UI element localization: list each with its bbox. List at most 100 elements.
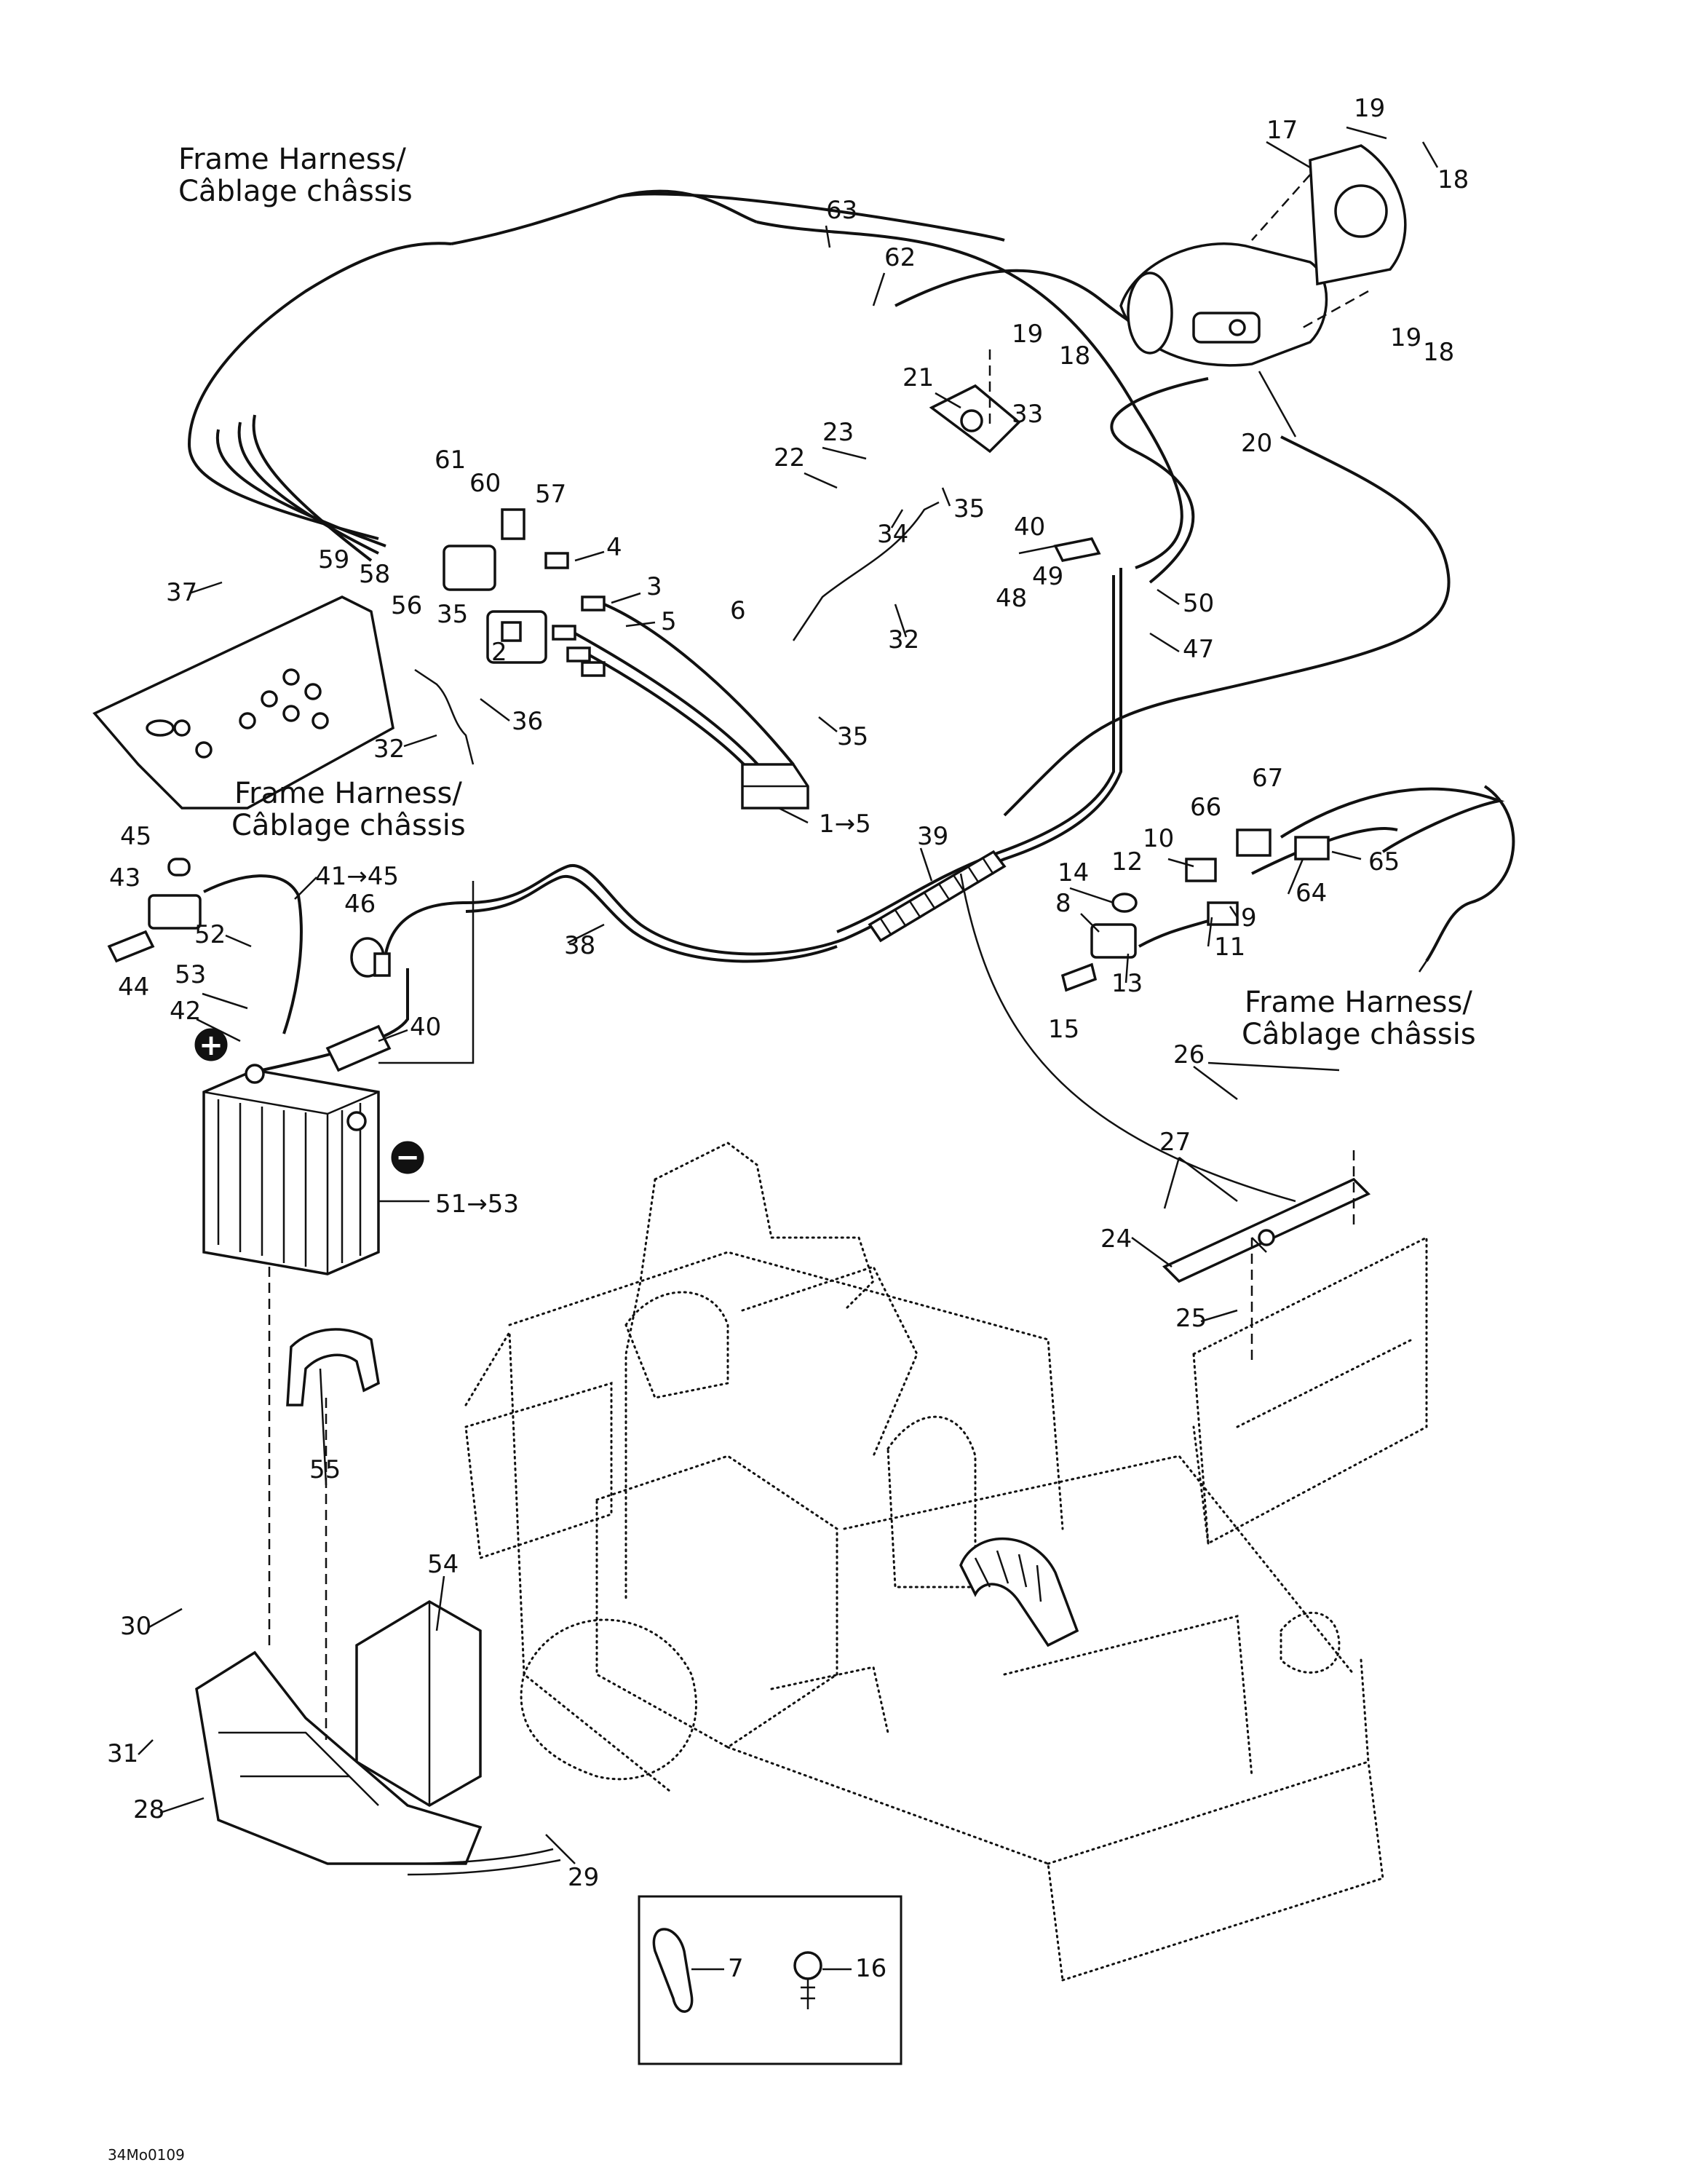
harness-label-line1: Frame Harness/ xyxy=(178,143,406,176)
callout-23: 23 xyxy=(822,418,854,447)
bracket-icon xyxy=(929,384,1021,454)
callout-52: 52 xyxy=(194,920,226,949)
relay-icon xyxy=(443,508,569,664)
harness-label-top: Frame Harness/ Câblage châssis xyxy=(178,143,413,208)
callout-27: 27 xyxy=(1159,1128,1191,1157)
positive-terminal-sign: + xyxy=(199,1029,223,1062)
callout-3: 3 xyxy=(646,572,662,601)
callout-46: 46 xyxy=(344,890,376,919)
engine-frame-icon xyxy=(464,1142,1428,1982)
callout-60: 60 xyxy=(469,469,501,498)
callout-25: 25 xyxy=(1175,1304,1207,1333)
callout-17: 17 xyxy=(1266,116,1298,145)
callout-40b: 40 xyxy=(410,1013,441,1042)
callout-39: 39 xyxy=(917,822,948,851)
mounting-plate-icon xyxy=(1309,144,1407,286)
callout-12: 12 xyxy=(1111,847,1143,877)
callout-19b: 19 xyxy=(1012,320,1043,349)
fuse-icon xyxy=(107,858,391,978)
heat-shield-icon xyxy=(92,596,394,810)
callout-51-53: 51→53 xyxy=(435,1190,519,1219)
callout-22: 22 xyxy=(774,443,805,472)
callout-53: 53 xyxy=(175,960,206,989)
callout-47: 47 xyxy=(1183,635,1214,664)
callout-54: 54 xyxy=(427,1550,459,1579)
support-bracket-icon xyxy=(1162,1177,1371,1283)
battery-icon: + − xyxy=(194,1028,424,1275)
callout-18a: 18 xyxy=(1437,165,1469,194)
callout-66: 66 xyxy=(1190,793,1221,822)
starter-motor-icon xyxy=(1119,242,1328,367)
callout-labels: 19 17 18 63 62 19 18 19 18 21 33 23 20 2… xyxy=(107,94,1469,1983)
callout-11: 11 xyxy=(1214,933,1245,962)
harness-label-right: Frame Harness/ Câblage châssis xyxy=(1242,986,1476,1051)
battery-cover-icon xyxy=(355,1599,482,1808)
callout-18c: 18 xyxy=(1423,338,1454,367)
battery-tray-icon xyxy=(195,1650,561,1876)
callout-9: 9 xyxy=(1241,903,1257,933)
cable-tie-icon xyxy=(652,1928,694,2013)
callout-41-45: 41→45 xyxy=(315,862,399,891)
callout-29: 29 xyxy=(568,1863,599,1892)
callout-38: 38 xyxy=(564,931,595,960)
callout-5: 5 xyxy=(661,607,677,636)
callout-36: 36 xyxy=(512,707,543,736)
solenoid-block-icon xyxy=(741,763,809,810)
callout-44: 44 xyxy=(118,973,149,1002)
callout-48: 48 xyxy=(996,584,1027,613)
callout-30: 30 xyxy=(120,1612,151,1641)
callout-32b: 32 xyxy=(373,735,405,764)
harness-label-middle: Frame Harness/ Câblage châssis xyxy=(231,777,466,842)
callout-19a: 19 xyxy=(1354,94,1385,123)
callout-56: 56 xyxy=(391,591,422,620)
callout-57: 57 xyxy=(535,480,566,509)
callout-63: 63 xyxy=(826,196,857,225)
callout-19c: 19 xyxy=(1390,323,1421,352)
harness-label-line2: Câblage châssis xyxy=(1242,1018,1476,1051)
harness-label-line2: Câblage châssis xyxy=(231,809,466,842)
right-connectors xyxy=(1060,828,1330,992)
callout-2: 2 xyxy=(491,638,507,667)
callout-28: 28 xyxy=(133,1795,164,1824)
harness-label-line1: Frame Harness/ xyxy=(1245,986,1472,1019)
callout-49: 49 xyxy=(1032,562,1063,591)
callout-6: 6 xyxy=(730,596,746,625)
callout-50: 50 xyxy=(1183,589,1214,618)
callout-24: 24 xyxy=(1100,1224,1132,1254)
callout-65: 65 xyxy=(1368,847,1400,877)
callout-35a: 35 xyxy=(953,494,985,523)
callout-59: 59 xyxy=(318,545,349,574)
callout-64: 64 xyxy=(1296,879,1327,908)
callout-35b: 35 xyxy=(437,600,468,629)
callout-1-5: 1→5 xyxy=(819,810,871,839)
callout-26: 26 xyxy=(1173,1040,1205,1069)
callout-31: 31 xyxy=(107,1739,138,1768)
ground-cable xyxy=(414,668,475,765)
callout-14: 14 xyxy=(1058,858,1089,887)
callout-21: 21 xyxy=(903,363,934,392)
negative-terminal-sign: − xyxy=(395,1141,420,1174)
accessory-box xyxy=(638,1895,903,2065)
harness-label-line1: Frame Harness/ xyxy=(234,777,462,810)
callout-20: 20 xyxy=(1241,429,1272,458)
callout-4: 4 xyxy=(606,533,622,562)
callout-15: 15 xyxy=(1048,1015,1079,1044)
callout-16: 16 xyxy=(855,1954,886,1983)
callout-40a: 40 xyxy=(1014,513,1045,542)
callout-42: 42 xyxy=(170,997,201,1026)
callout-62: 62 xyxy=(884,243,916,272)
harness-label-line2: Câblage châssis xyxy=(178,175,413,208)
callout-67: 67 xyxy=(1252,764,1283,793)
harness-wiring xyxy=(187,189,1515,1203)
battery-strap-icon xyxy=(286,1328,380,1406)
leader-lines xyxy=(138,126,1439,1971)
callout-10: 10 xyxy=(1143,824,1174,853)
callout-45: 45 xyxy=(120,822,151,851)
callout-43: 43 xyxy=(109,863,140,893)
callout-33: 33 xyxy=(1012,400,1043,429)
cable-sleeve xyxy=(868,850,1007,943)
callout-8: 8 xyxy=(1055,889,1071,918)
figure-code: 34Mo0109 xyxy=(108,2146,185,2164)
callout-35c: 35 xyxy=(837,722,868,751)
